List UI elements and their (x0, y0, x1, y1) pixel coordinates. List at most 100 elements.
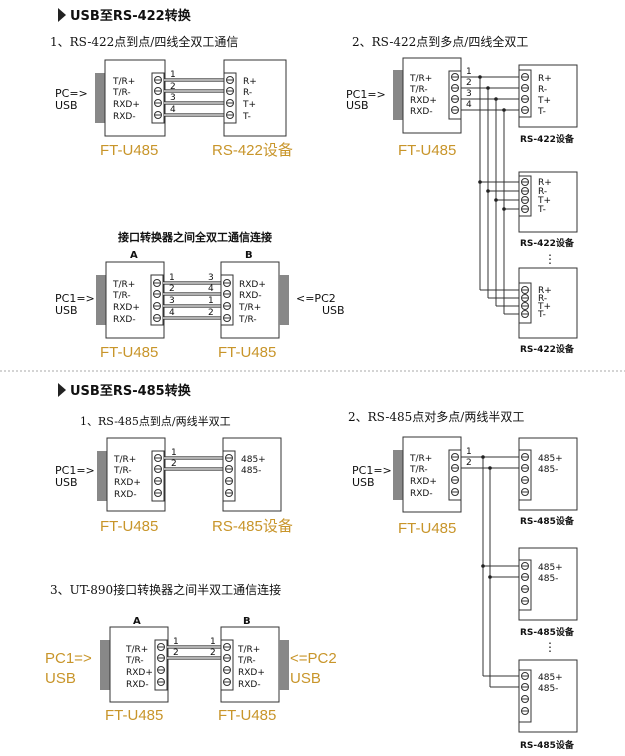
terminal-screws (226, 76, 234, 119)
pc-label: PC=> (55, 87, 88, 100)
terminal-screws (154, 76, 162, 119)
diagram-rs422-multi: PC1=> USB T/R+ T/R- RXD+ RXD- 1 2 3 4 (346, 57, 578, 355)
terminal-block (151, 450, 165, 502)
usb-port (393, 70, 403, 120)
pin-label: T+ (537, 196, 551, 206)
terminal-screws (153, 279, 161, 322)
device-label: RS-422设备 (520, 133, 575, 145)
wire-number: 2 (210, 648, 216, 658)
pin-label: RXD- (113, 315, 136, 325)
terminal-block (448, 449, 462, 501)
wire-number: 2 (208, 308, 214, 318)
pin-label: T/R+ (113, 455, 136, 465)
pin-label: T/R- (409, 85, 428, 95)
converter-name: FT-U485 (105, 707, 163, 724)
bus-wires (461, 455, 520, 688)
wire-number: 1 (170, 70, 176, 80)
pin-label: RXD- (126, 680, 149, 690)
usb-label: USB (346, 99, 369, 112)
terminal-block (150, 274, 164, 326)
section-header-rs485: USB至RS-485转换 (58, 383, 192, 399)
pin-label: R- (538, 294, 547, 304)
wire-number: 1 (466, 67, 472, 77)
pin-label: T/R+ (237, 645, 260, 655)
pin-label: 485- (538, 574, 558, 584)
wire-number: 1 (210, 637, 216, 647)
caption-converters-half-duplex: 3、UT-890接口转换器之间半双工通信连接 (50, 582, 281, 597)
terminal-block (154, 639, 168, 691)
pin-label: 485- (241, 466, 261, 476)
pin-label: T+ (537, 96, 551, 106)
diagram-rs485-p2p: PC1=> USB T/R+ T/R- RXD+ RXD- 1 2 485+ (55, 437, 293, 535)
section-header-rs422: USB至RS-422转换 (58, 8, 192, 24)
device-label: RS-485设备 (520, 626, 575, 638)
pin-label: RXD- (410, 489, 433, 499)
pin-label: T- (537, 310, 546, 320)
device-name: RS-485设备 (212, 518, 293, 535)
usb-port (96, 275, 106, 325)
converter-name: FT-U485 (398, 142, 456, 159)
section-title-rs422: USB至RS-422转换 (70, 8, 192, 24)
device-label: RS-422设备 (520, 237, 575, 249)
diagram-converters-full-duplex: A B PC1=> USB T/R+ T/R- RXD+ RXD- 1 2 3 … (55, 250, 345, 361)
wire-number: 3 (169, 296, 175, 306)
pin-label: 485+ (241, 455, 266, 465)
wire-number: 1 (169, 273, 175, 283)
device-name: RS-422设备 (212, 142, 293, 159)
pin-label: T/R- (238, 315, 257, 325)
terminal-screws (451, 73, 459, 114)
pin-label: R- (538, 85, 547, 95)
terminal-block (151, 72, 165, 124)
pin-label: 485- (538, 465, 558, 475)
pin-label: RXD+ (114, 478, 141, 488)
pc-label: PC1=> (55, 292, 95, 305)
usb-label: USB (55, 304, 78, 317)
caption-converters-full-duplex: 接口转换器之间全双工通信连接 (118, 230, 272, 244)
rs485-device: 485+ 485- RS-485设备 (518, 437, 578, 527)
label-a: A (130, 250, 138, 261)
pin-label: T- (537, 107, 546, 117)
pin-label: T/R+ (112, 280, 135, 290)
pin-label: RXD+ (239, 280, 266, 290)
converter-name: FT-U485 (100, 344, 158, 361)
pin-label: 485+ (538, 454, 563, 464)
pin-label: T/R- (409, 465, 428, 475)
pin-label: RXD- (239, 291, 262, 301)
terminal-block (220, 639, 234, 691)
pin-label: RXD+ (126, 668, 153, 678)
wire-number: 4 (170, 105, 176, 115)
continuation-dots: ⋮ (544, 640, 556, 654)
wire-number: 4 (466, 100, 472, 110)
usb-port (100, 640, 110, 690)
terminal-screws (157, 643, 165, 686)
pin-label: R+ (538, 178, 552, 188)
pin-label: T- (242, 112, 251, 122)
continuation-dots: ⋮ (544, 252, 556, 266)
rs422-device: R+ R- T+ T- RS-422设备 (518, 171, 578, 249)
pin-label: RXD- (113, 112, 136, 122)
rs422-device: R+ R- T+ T- RS-422设备 (518, 267, 578, 355)
pin-label: 485+ (538, 563, 563, 573)
pc-label: PC1=> (346, 88, 386, 101)
pin-label: RXD- (114, 490, 137, 500)
usb-label: USB (55, 99, 78, 112)
pin-label: T/R- (112, 291, 131, 301)
pin-label: T/R+ (125, 645, 148, 655)
terminal-screws (223, 279, 231, 322)
pin-label: T+ (537, 302, 551, 312)
pin-label: RXD+ (238, 668, 265, 678)
device-label: RS-485设备 (520, 739, 575, 751)
terminal-screws (223, 643, 231, 686)
pin-label: T/R+ (409, 454, 432, 464)
pin-label: 485+ (538, 673, 563, 683)
usb-label: USB (45, 670, 76, 687)
pin-label: T/R- (113, 466, 132, 476)
wire-number: 1 (171, 448, 177, 458)
usb-port (393, 450, 403, 500)
pin-label: T+ (242, 100, 256, 110)
terminal-block (223, 72, 237, 124)
wire-number: 2 (170, 82, 176, 92)
wire-number: 4 (169, 308, 175, 318)
cross-wires (163, 281, 222, 320)
